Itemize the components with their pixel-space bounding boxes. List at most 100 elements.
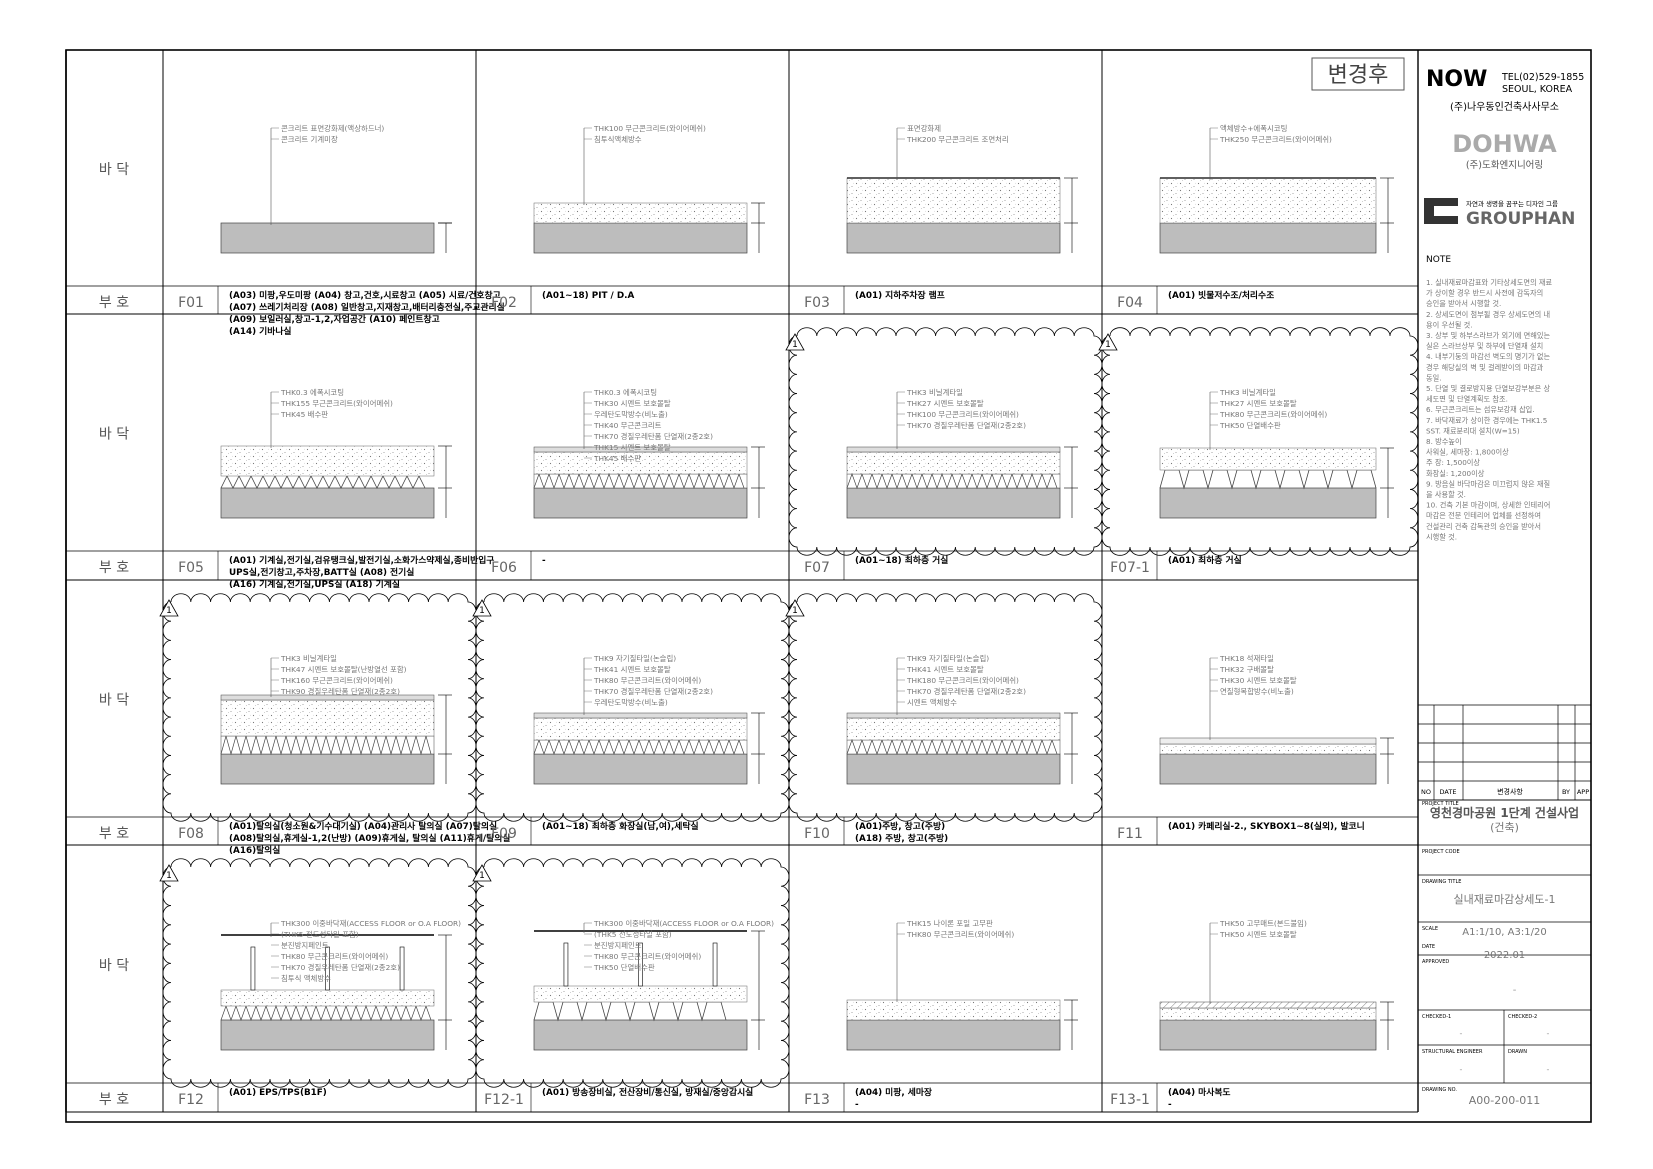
layer-callout: 연질형복합방수(비노출) <box>1220 687 1294 696</box>
layer-callout: (THK5 전도성타일 포함) <box>594 930 672 939</box>
mortar-layer <box>846 712 1061 719</box>
partner-logo-grouphan: GROUPHAN <box>1466 209 1575 229</box>
detail-code: F12 <box>178 1092 204 1108</box>
detail-description: (A09) 보일러실,창고-1,2,자업공간 (A10) 페인트창고 <box>229 313 440 325</box>
layer-callout: THK50 단열배수판 <box>593 963 655 972</box>
concrete-layer <box>1159 447 1377 471</box>
concrete-layer <box>846 451 1061 475</box>
layer-callout: THK80 무근콘크리트(와이어메쉬) <box>593 676 701 685</box>
layer-callout: THK41 시멘트 보호몰탈 <box>593 665 671 674</box>
code-row-label: 부 호 <box>99 295 129 311</box>
layer-callout: THK41 시멘트 보호몰탈 <box>906 665 984 674</box>
layer-callout: THK18 석재타일 <box>1219 654 1274 663</box>
detail-description: (A04) 마사복도 <box>1168 1086 1231 1098</box>
floor-section <box>1159 447 1394 519</box>
layer-callout: 침투식액체방수 <box>594 135 642 144</box>
detail-description: (A01~18) 최하층 거실 <box>855 554 948 566</box>
floor-section <box>533 930 765 1051</box>
detail-description: (A01)주방, 창고(주방) <box>855 820 945 832</box>
detail-description: (A01) EPS/TPS(B1F) <box>229 1088 327 1098</box>
layer-callout: THK100 무근콘크리트(와이어메쉬) <box>593 124 706 133</box>
detail-cell-f02: F02 (A01~18) PIT / D.A THK100 무근콘크리트(와이어메쉬… <box>491 124 765 314</box>
mortar-layer <box>1159 743 1377 755</box>
note-line: 건설관리 건축 감독관의 승인을 받아서 <box>1426 522 1541 531</box>
layer-callout: 시멘트 액체방수 <box>907 698 957 707</box>
layer-callout: THK9 자기질타일(논슬립) <box>906 654 989 663</box>
floor-section <box>533 446 765 519</box>
note-line: 3. 상부 및 하부스라브가 외기에 면해있는 <box>1426 331 1550 340</box>
mortar-layer <box>220 694 435 701</box>
revision-cloud <box>788 593 1103 822</box>
access-floor-pedestal <box>399 946 405 991</box>
layer-callout: THK3 비닐계타일 <box>280 654 337 663</box>
stamp-text: 변경후 <box>1328 63 1389 88</box>
layer-callout: THK45 배수판 <box>593 454 641 463</box>
floor-section <box>1159 177 1394 254</box>
detail-description: (A01) 카페리실-2., SKYBOX1~8(실외), 발코니 <box>1168 820 1365 832</box>
structural-slab <box>846 487 1061 519</box>
note-line: 실은 스라브상부 및 하부에 단열재 설치 <box>1426 342 1543 351</box>
code-row-label: 부 호 <box>99 1092 129 1108</box>
structural-value: - <box>1460 1065 1463 1074</box>
layer-callout: THK27 시멘트 보호몰탈 <box>906 399 984 408</box>
concrete-layer <box>1159 177 1377 224</box>
structural-slab <box>1159 1019 1377 1051</box>
layer-callout: THK200 무근콘크리트 조면처리 <box>906 135 1009 144</box>
detail-description: (A07) 쓰레기처리장 (A08) 일반창고,지재창고,배터리충전실,주교관리… <box>229 301 505 313</box>
structural-slab <box>1159 222 1377 254</box>
revision-number: 1 <box>166 606 172 616</box>
revision-triangle-icon <box>1098 333 1118 351</box>
floor-row-label: 바 닥 <box>99 162 129 178</box>
checked1-value: - <box>1460 1029 1463 1038</box>
detail-description: (A01~18) PIT / D.A <box>542 291 634 301</box>
revision-cloud <box>162 593 477 822</box>
partner-tagline: 자연과 생명을 꿈꾸는 디자인 그룹 <box>1466 199 1558 208</box>
detail-code: F13 <box>804 1092 830 1108</box>
label-approved: APPROVED <box>1422 959 1449 965</box>
detail-code: F13-1 <box>1110 1092 1150 1108</box>
note-line: 시행할 것. <box>1426 532 1457 541</box>
structural-slab <box>533 753 748 785</box>
layer-callout: THK70 경질우레탄폼 단열재(2종2호) <box>593 687 713 696</box>
rubber-mat <box>1159 1001 1377 1009</box>
revision-number: 1 <box>479 606 485 616</box>
structural-slab <box>533 487 748 519</box>
approved-value: - <box>1513 985 1517 996</box>
note-line: 경우 해당실의 벽 및 걸레받이의 마감과 <box>1426 363 1544 372</box>
layer-callout: THK70 경질우레탄폼 단열재(2종2호) <box>593 432 713 441</box>
detail-code: F02 <box>491 295 517 311</box>
label-scale: SCALE <box>1422 926 1438 932</box>
floor-section <box>220 934 452 1051</box>
checked2-value: - <box>1547 1029 1550 1038</box>
revision-triangle-icon <box>472 864 492 882</box>
detail-code: F04 <box>1117 295 1143 311</box>
floor-section <box>846 712 1078 785</box>
revision-triangle-icon <box>785 599 805 617</box>
layer-callout: THK40 무근콘크리트 <box>593 421 662 430</box>
floor-section <box>846 177 1078 254</box>
detail-cell-f13-1: F13-1(A04) 마사복도-THK50 고무매트(본드불임)THK50 시멘… <box>1110 919 1394 1112</box>
note-line: 1. 실내재료마감표와 기타상세도면의 재료 <box>1426 278 1553 287</box>
structural-slab <box>220 222 435 254</box>
floor-section <box>533 202 765 254</box>
detail-code: F07-1 <box>1110 560 1150 576</box>
note-line: 4. 내부기둥의 마감선 벽도의 명기가 없는 <box>1426 352 1550 361</box>
mortar-layer <box>533 712 748 719</box>
note-line: 9. 방음실 바닥마감은 미끄럽지 않은 재질 <box>1426 479 1550 488</box>
detail-code: F10 <box>804 826 830 842</box>
layer-callout: 분진방지페인트 <box>594 941 642 950</box>
label-project-code: PROJECT CODE <box>1422 849 1460 855</box>
detail-code: F08 <box>178 826 204 842</box>
layer-callout: THK70 경질우레탄폼 단열재(2종2호) <box>906 687 1026 696</box>
firm-tel: TEL(02)529-1855 <box>1501 72 1584 83</box>
detail-cell-f12: F12(A01) EPS/TPS(B1F)THK300 이중바닥재(ACCESS… <box>159 858 477 1112</box>
layer-callout: THK160 무근콘크리트(와이어메쉬) <box>280 676 393 685</box>
layer-callout: THK155 무근콘크리트(와이어메쉬) <box>280 399 393 408</box>
rev-header-no: NO <box>1421 788 1431 796</box>
partner-logo-dohwa: DOHWA <box>1452 130 1557 158</box>
detail-description: - <box>542 556 546 566</box>
layer-callout: THK180 무근콘크리트(와이어메쉬) <box>906 676 1019 685</box>
